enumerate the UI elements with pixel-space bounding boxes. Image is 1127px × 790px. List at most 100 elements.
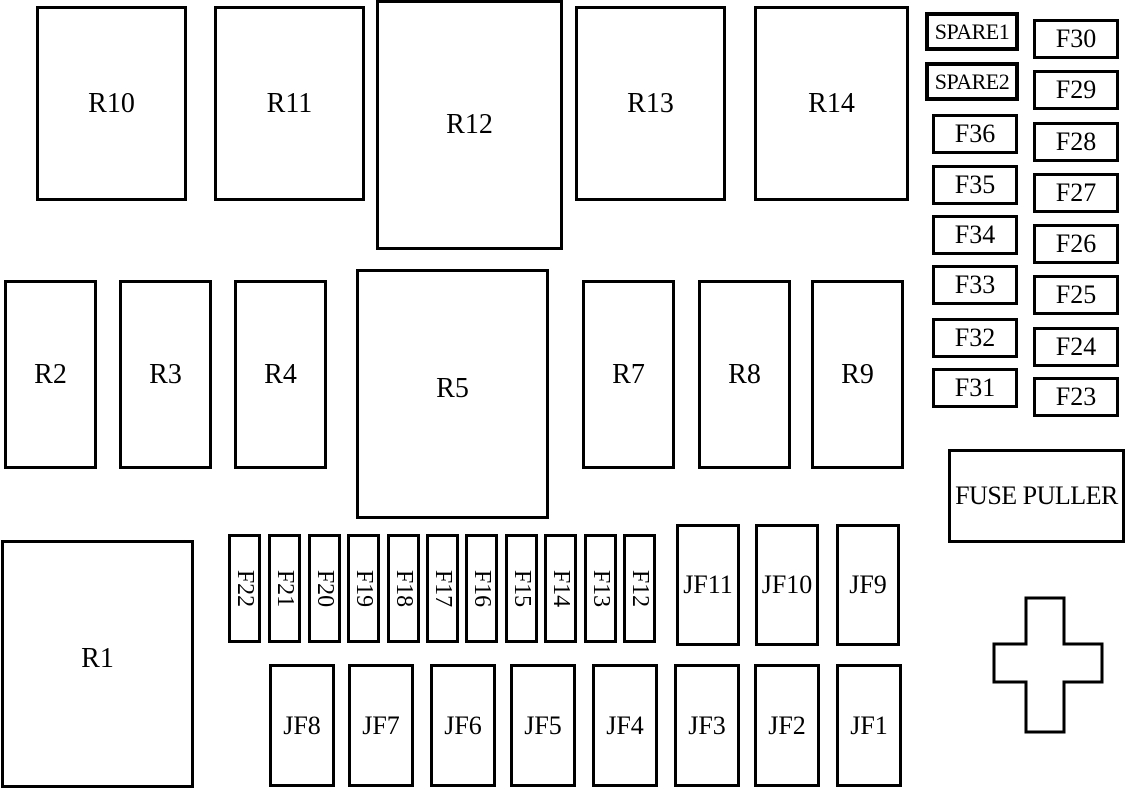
relay-r14-label: R14 xyxy=(808,87,855,119)
fuse-jf5: JF5 xyxy=(510,664,576,787)
fuse-f24-label: F24 xyxy=(1055,332,1097,361)
relay-r4-label: R4 xyxy=(264,358,297,390)
fuse-f31-label: F31 xyxy=(954,373,996,402)
relay-r11-label: R11 xyxy=(266,87,313,119)
fuse-f26-label: F26 xyxy=(1055,229,1097,258)
fuse-f23: F23 xyxy=(1033,377,1119,417)
fuse-jf9-label: JF9 xyxy=(849,570,887,599)
relay-r8-label: R8 xyxy=(728,358,761,390)
fuse-jf2: JF2 xyxy=(754,664,820,787)
relay-r12-label: R12 xyxy=(446,109,493,140)
relay-r5-label: R5 xyxy=(436,373,469,404)
relay-r10: R10 xyxy=(36,6,187,201)
fuse-f19-label: F19 xyxy=(351,569,378,608)
fuse-f22: F22 xyxy=(228,534,261,643)
relay-r2-label: R2 xyxy=(34,358,67,390)
fuse-jf3-label: JF3 xyxy=(688,710,726,740)
fuse-f35-label: F35 xyxy=(954,170,996,199)
fuse-f28: F28 xyxy=(1033,122,1119,162)
fuse-f32-label: F32 xyxy=(954,323,996,352)
fuse-f17-label: F17 xyxy=(430,569,457,608)
fuse-puller: FUSE PULLER xyxy=(948,449,1125,543)
fuse-f29: F29 xyxy=(1033,70,1119,110)
fuse-f35: F35 xyxy=(932,165,1018,205)
fuse-spare1: SPARE1 xyxy=(925,12,1019,51)
fuse-jf5-label: JF5 xyxy=(524,710,562,740)
fuse-jf4: JF4 xyxy=(592,664,658,787)
relay-r14: R14 xyxy=(754,6,909,201)
fuse-f20-label: F20 xyxy=(312,569,339,608)
fuse-f25-label: F25 xyxy=(1055,280,1097,309)
fuse-f13-label: F13 xyxy=(588,569,615,608)
fuse-f19: F19 xyxy=(347,534,380,643)
relay-r12: R12 xyxy=(376,0,563,250)
relay-r4: R4 xyxy=(234,280,327,469)
fuse-f16-label: F16 xyxy=(469,569,496,608)
fuse-jf8: JF8 xyxy=(269,664,335,787)
fuse-f14: F14 xyxy=(544,534,577,643)
cross-shape-icon xyxy=(992,596,1104,734)
fuse-jf10-label: JF10 xyxy=(761,570,813,599)
fuse-f30-label: F30 xyxy=(1055,24,1097,53)
fuse-f16: F16 xyxy=(465,534,498,643)
fuse-f34: F34 xyxy=(932,215,1018,255)
fuse-f24: F24 xyxy=(1033,327,1119,367)
fuse-f30: F30 xyxy=(1033,19,1119,59)
fuse-f22-label: F22 xyxy=(232,569,259,608)
fuse-jf4-label: JF4 xyxy=(606,710,644,740)
relay-r1-label: R1 xyxy=(81,643,114,674)
fuse-f36-label: F36 xyxy=(954,119,996,148)
fuse-jf6-label: JF6 xyxy=(444,710,482,740)
fuse-f18: F18 xyxy=(387,534,420,643)
fuse-puller-label: FUSE PULLER xyxy=(955,481,1118,510)
fuse-f32: F32 xyxy=(932,318,1018,358)
fuse-f36: F36 xyxy=(932,114,1018,154)
fuse-f34-label: F34 xyxy=(954,220,996,249)
fuse-f27: F27 xyxy=(1033,173,1119,213)
relay-r3-label: R3 xyxy=(149,358,182,390)
fuse-f29-label: F29 xyxy=(1055,75,1097,104)
fuse-jf7-label: JF7 xyxy=(362,710,400,740)
fuse-jf2-label: JF2 xyxy=(768,710,806,740)
fuse-f17: F17 xyxy=(426,534,459,643)
relay-r10-label: R10 xyxy=(88,87,135,119)
fuse-spare1-label: SPARE1 xyxy=(934,18,1010,44)
fuse-jf11: JF11 xyxy=(676,524,740,646)
relay-r3: R3 xyxy=(119,280,212,469)
relay-r7: R7 xyxy=(582,280,675,469)
fuse-f15-label: F15 xyxy=(509,569,536,608)
fuse-f28-label: F28 xyxy=(1055,127,1097,156)
fuse-jf1-label: JF1 xyxy=(850,710,888,740)
relay-r2: R2 xyxy=(4,280,97,469)
relay-r8: R8 xyxy=(698,280,791,469)
fuse-jf7: JF7 xyxy=(348,664,414,787)
relay-r7-label: R7 xyxy=(612,358,645,390)
fuse-f25: F25 xyxy=(1033,275,1119,315)
fuse-f33: F33 xyxy=(932,265,1018,305)
fuse-spare2: SPARE2 xyxy=(925,62,1019,101)
fuse-f20: F20 xyxy=(308,534,341,643)
relay-r11: R11 xyxy=(214,6,365,201)
relay-r5: R5 xyxy=(356,269,549,519)
fuse-f27-label: F27 xyxy=(1055,178,1097,207)
fuse-f12-label: F12 xyxy=(627,569,654,608)
fuse-jf3: JF3 xyxy=(674,664,740,787)
fuse-f31: F31 xyxy=(932,368,1018,408)
fuse-jf1: JF1 xyxy=(836,664,902,787)
fuse-f26: F26 xyxy=(1033,224,1119,264)
fuse-f33-label: F33 xyxy=(954,270,996,299)
relay-r9: R9 xyxy=(811,280,904,469)
fuse-spare2-label: SPARE2 xyxy=(934,68,1010,94)
fuse-jf6: JF6 xyxy=(430,664,496,787)
fuse-jf11-label: JF11 xyxy=(683,570,733,599)
fuse-jf10: JF10 xyxy=(755,524,819,646)
fuse-f14-label: F14 xyxy=(548,569,575,608)
relay-r1: R1 xyxy=(1,540,194,788)
fuse-f13: F13 xyxy=(584,534,617,643)
relay-r13: R13 xyxy=(575,6,726,201)
fuse-f15: F15 xyxy=(505,534,538,643)
fuse-f21: F21 xyxy=(268,534,301,643)
fuse-f12: F12 xyxy=(623,534,656,643)
fuse-f18-label: F18 xyxy=(391,569,418,608)
